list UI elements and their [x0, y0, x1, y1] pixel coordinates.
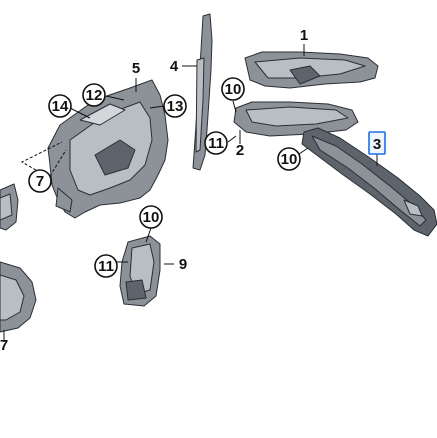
- label-part-2[interactable]: 2: [236, 142, 244, 159]
- callout-10-right[interactable]: 10: [277, 147, 301, 171]
- svg-text:12: 12: [86, 87, 103, 104]
- svg-text:3: 3: [373, 136, 381, 153]
- label-part-7-left[interactable]: 7: [0, 337, 8, 354]
- part-2-cowl-cover[interactable]: [233, 101, 359, 137]
- left-bracket[interactable]: [0, 183, 19, 231]
- callout-12[interactable]: 12: [82, 83, 106, 107]
- svg-text:10: 10: [143, 209, 160, 226]
- svg-text:11: 11: [98, 258, 114, 275]
- callout-7[interactable]: 7: [28, 169, 52, 193]
- part-4-pillar-seal[interactable]: [192, 13, 213, 171]
- callout-10-lower[interactable]: 10: [139, 205, 163, 229]
- svg-text:11: 11: [208, 135, 224, 152]
- svg-text:7: 7: [36, 173, 44, 190]
- callout-14[interactable]: 14: [48, 94, 72, 118]
- callout-11-upper[interactable]: 11: [204, 131, 228, 155]
- part-5-firewall-insulation[interactable]: [47, 79, 169, 219]
- part-1-cowl-cover[interactable]: [244, 51, 379, 89]
- svg-text:10: 10: [281, 151, 298, 168]
- callout-13[interactable]: 13: [163, 94, 187, 118]
- part-3-angled-seal[interactable]: [301, 127, 437, 237]
- callout-11-lower[interactable]: 11: [94, 254, 118, 278]
- label-part-5[interactable]: 5: [132, 60, 140, 77]
- label-part-4[interactable]: 4: [170, 58, 179, 75]
- svg-text:13: 13: [167, 98, 184, 115]
- label-part-9[interactable]: 9: [179, 256, 187, 273]
- svg-text:14: 14: [52, 98, 69, 115]
- leader-lines: [3, 44, 378, 342]
- part-9-duct[interactable]: [119, 235, 161, 307]
- callout-10-upper[interactable]: 10: [221, 77, 245, 101]
- label-part-1[interactable]: 1: [300, 27, 308, 44]
- part-7-lower-panel[interactable]: [0, 261, 37, 333]
- selected-part-3-label[interactable]: 3: [368, 131, 386, 155]
- svg-text:10: 10: [225, 81, 242, 98]
